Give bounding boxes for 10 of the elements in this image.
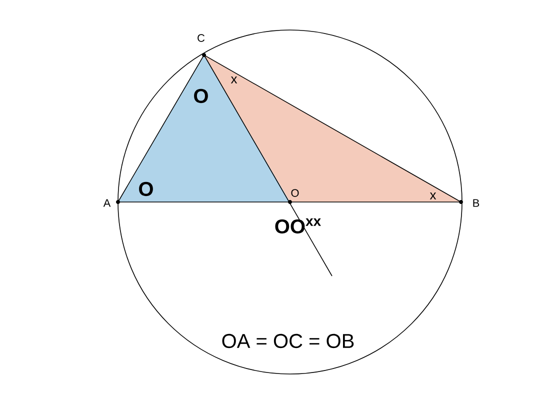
equation-label: OA = OC = OB (222, 334, 354, 348)
angle-label: OO$^{xx}$ (275, 218, 321, 234)
angle-label: O (139, 182, 153, 196)
angle-label: x (430, 192, 436, 200)
point-label: A (103, 199, 111, 207)
point-label: O (291, 189, 299, 197)
point-label: C (198, 34, 205, 42)
point-label: B (473, 199, 480, 207)
angle-label: x (230, 76, 238, 84)
angle-label: O (194, 88, 208, 104)
